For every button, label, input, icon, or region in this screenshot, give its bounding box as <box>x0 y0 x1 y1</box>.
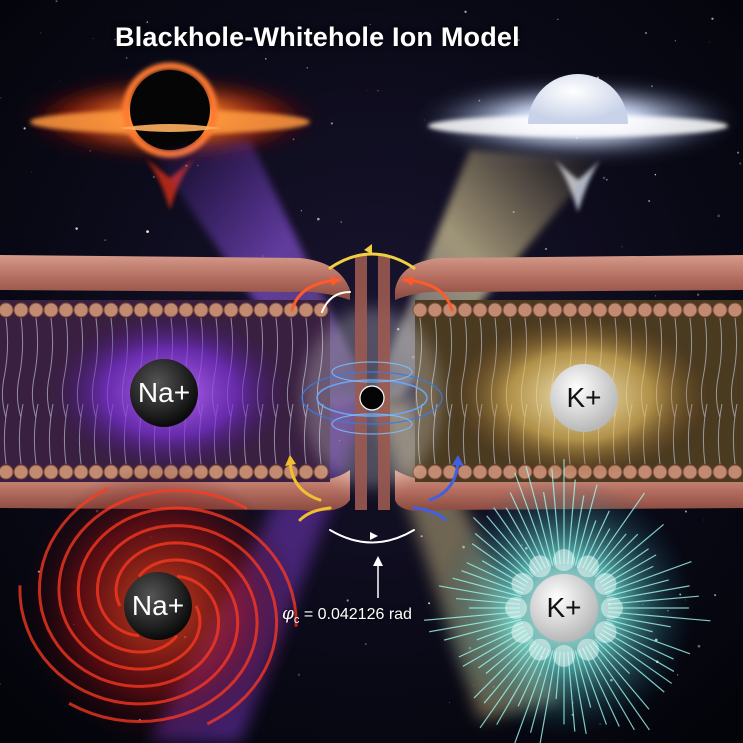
sodium-ion-bottom <box>124 572 192 640</box>
sodium-ion-label-top: Na+ <box>137 377 191 408</box>
sodium-ion-top <box>130 359 198 427</box>
potassium-ion-top <box>550 364 618 432</box>
flow-arrows <box>285 244 464 544</box>
critical-angle-annotation: φc = 0.042126 rad <box>282 604 412 626</box>
singularity-orbits <box>301 361 443 435</box>
phi-subscript: c <box>293 614 300 627</box>
annotation-arrow <box>373 556 383 598</box>
page-title: Blackhole-Whitehole Ion Model <box>115 22 520 52</box>
potassium-ion-label-bottom: K+ <box>546 592 582 623</box>
potassium-ion-label-top: K+ <box>566 382 602 413</box>
critical-angle-value: = 0.042126 rad <box>299 606 412 623</box>
central-singularity <box>359 385 385 411</box>
phi-symbol: φ <box>282 604 294 624</box>
potassium-ion-bottom <box>530 574 598 642</box>
sodium-ion-label-bottom: Na+ <box>131 590 185 621</box>
